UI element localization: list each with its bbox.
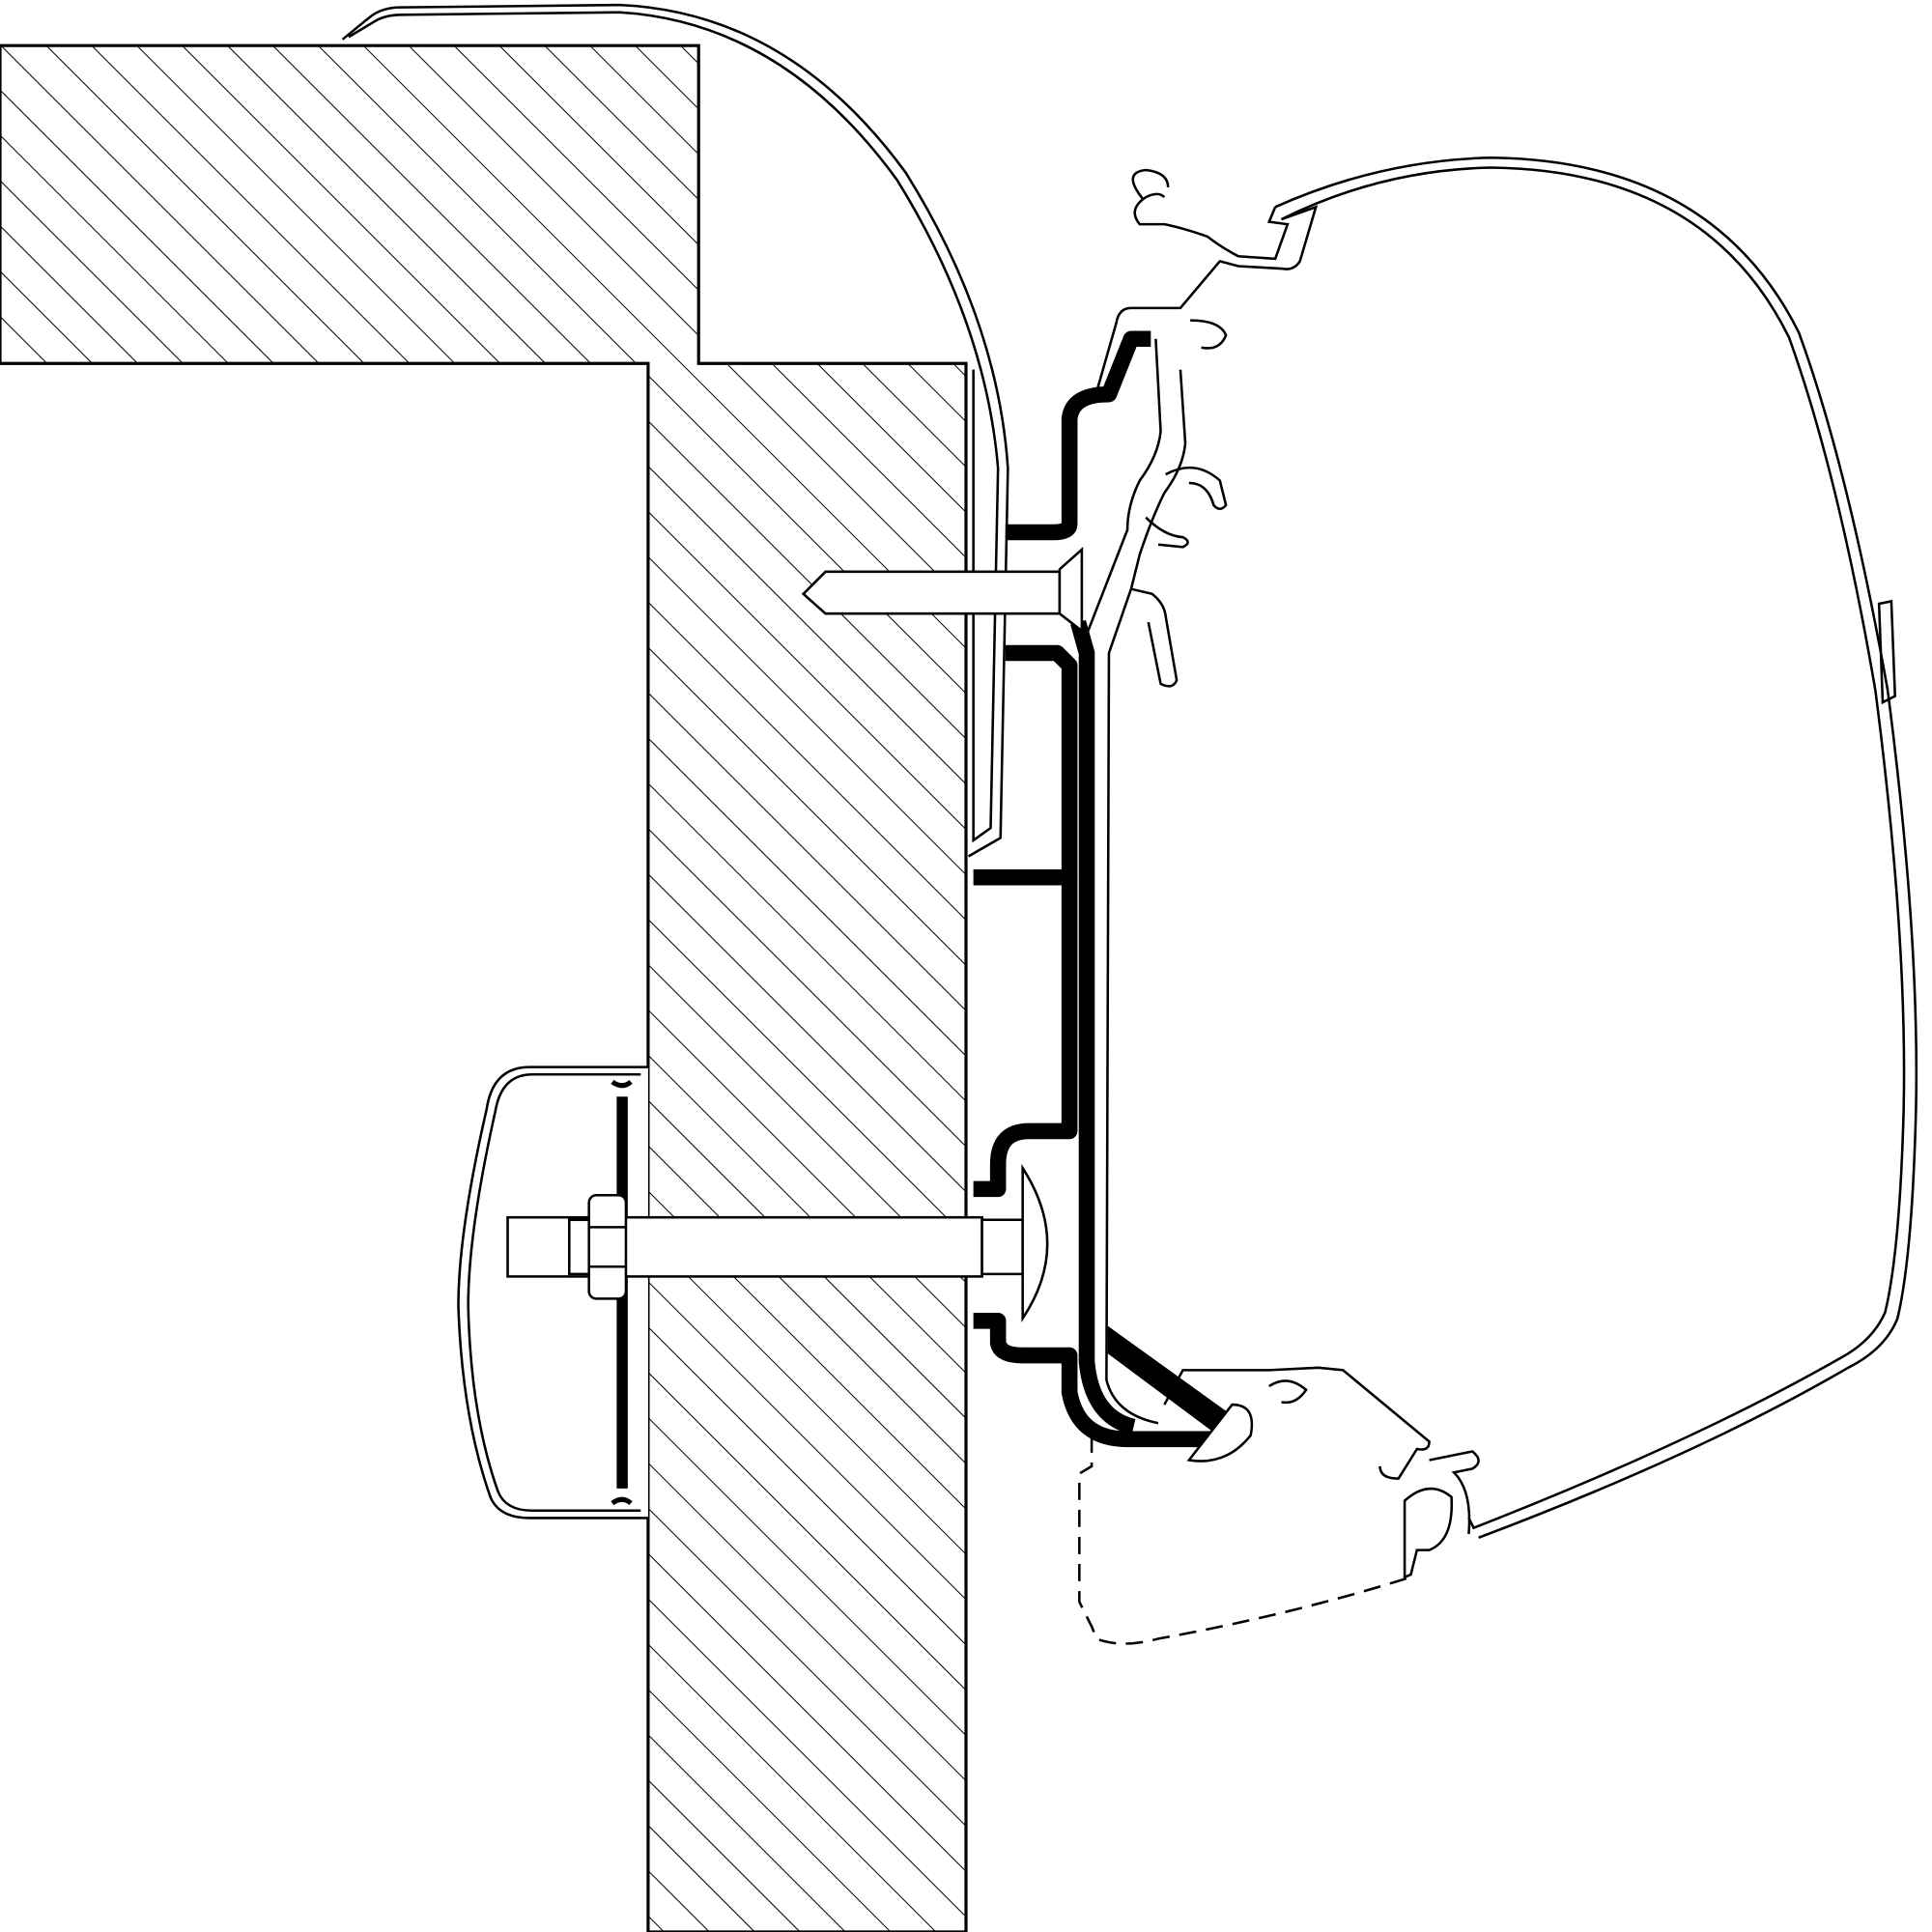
adapter-bracket xyxy=(973,330,1214,1448)
open-awning-outline-dashed xyxy=(1078,1435,1411,1645)
wall-section-hatched xyxy=(0,43,968,1932)
inner-cover-cap xyxy=(457,1065,648,1520)
awning-housing xyxy=(1083,156,1918,1579)
roof-rail-trim xyxy=(341,3,1009,858)
self-tapping-screw xyxy=(1107,1325,1254,1463)
wood-screw xyxy=(801,547,1084,634)
nut xyxy=(568,1193,628,1300)
